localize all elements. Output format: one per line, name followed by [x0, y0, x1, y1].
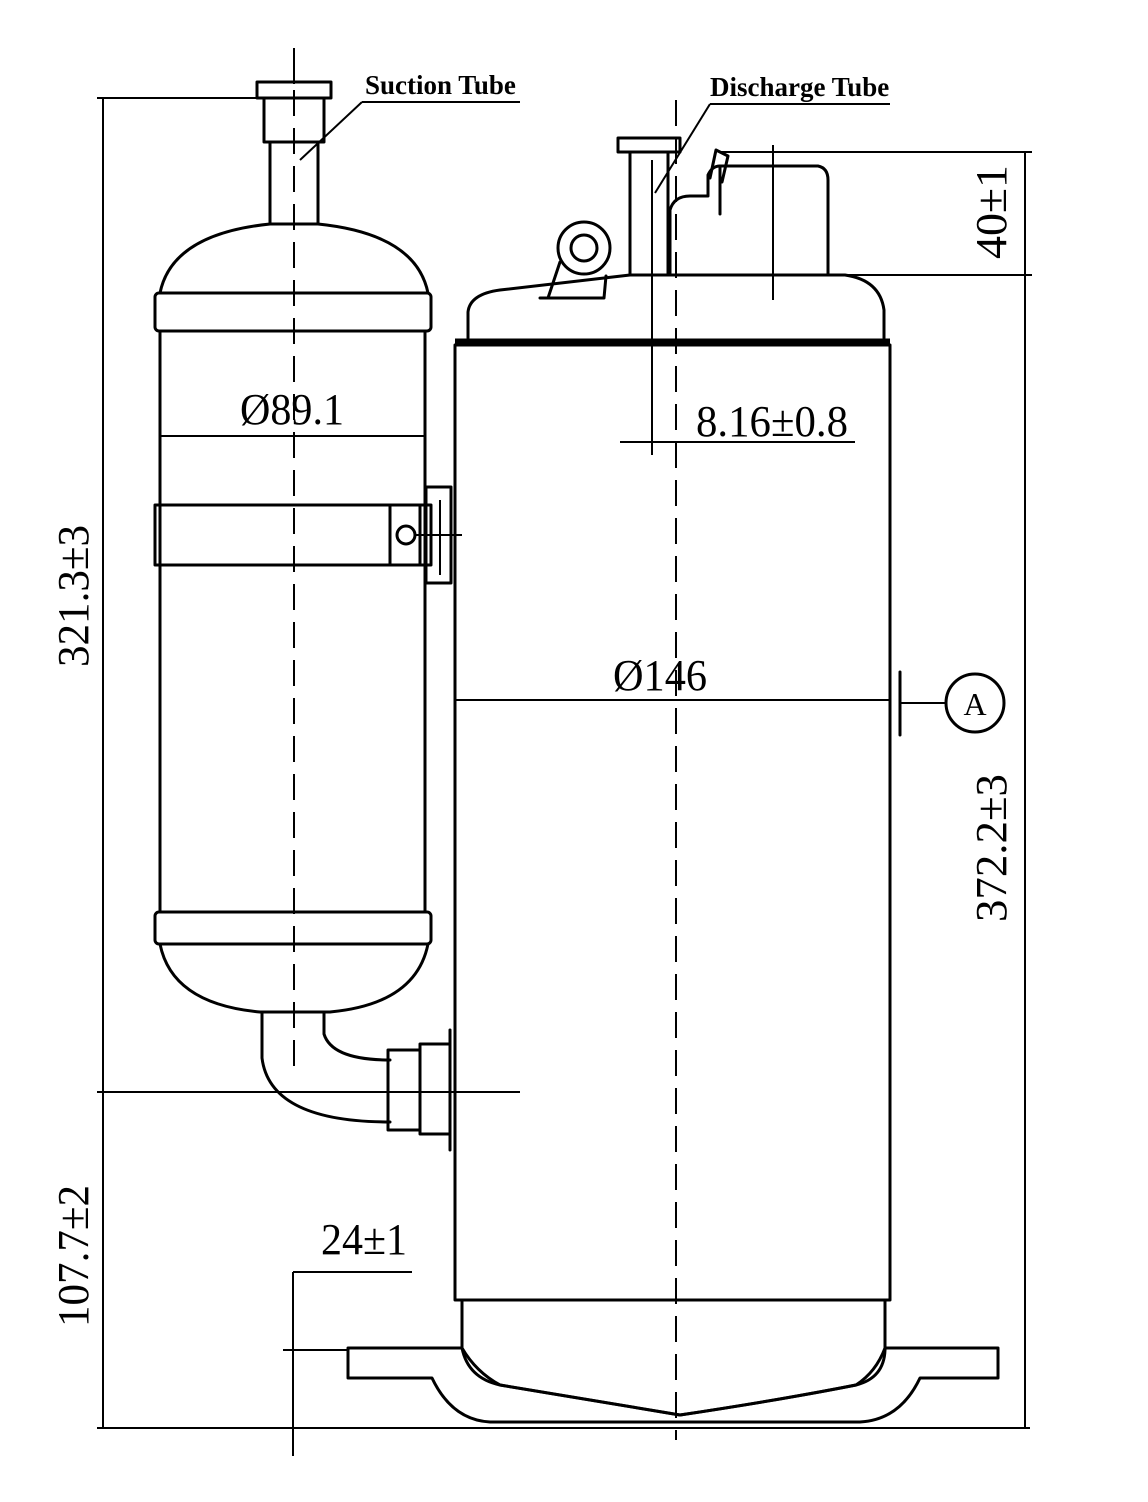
suction-elbow-outer [260, 1010, 392, 1124]
dimension-lines [97, 97, 1032, 1456]
top-offset-dimension: 40±1 [967, 165, 1016, 259]
clamp-bolt [395, 524, 417, 546]
datum-label: A [963, 686, 986, 722]
terminal-cover [668, 164, 830, 277]
shell-bottom [460, 1298, 887, 1417]
accumulator-diameter-dimension: Ø89.1 [240, 385, 344, 434]
total-height-dimension: 321.3±3 [49, 525, 98, 667]
discharge-offset-dimension: 8.16±0.8 [696, 397, 848, 446]
discharge-tube-label: Discharge Tube [710, 72, 889, 102]
compressor-shell [346, 136, 1000, 1424]
shell-body [453, 343, 892, 1302]
shell-diameter-dimension: Ø146 [613, 651, 707, 700]
lifting-lug [556, 220, 612, 276]
accumulator [153, 80, 462, 1152]
base-height-dimension: 107.7±2 [49, 1185, 98, 1327]
discharge-tube-cap [616, 136, 682, 154]
shell-height-dimension: 372.2±3 [967, 774, 1016, 922]
foot-width-dimension: 24±1 [321, 1215, 407, 1264]
suction-tube-label: Suction Tube [365, 70, 516, 100]
bracket-plate [424, 485, 453, 585]
suction-elbow-inner [322, 1010, 392, 1062]
mounting-foot [346, 1346, 1000, 1424]
datum-circle [944, 672, 1006, 734]
suction-fitting [386, 1048, 422, 1132]
